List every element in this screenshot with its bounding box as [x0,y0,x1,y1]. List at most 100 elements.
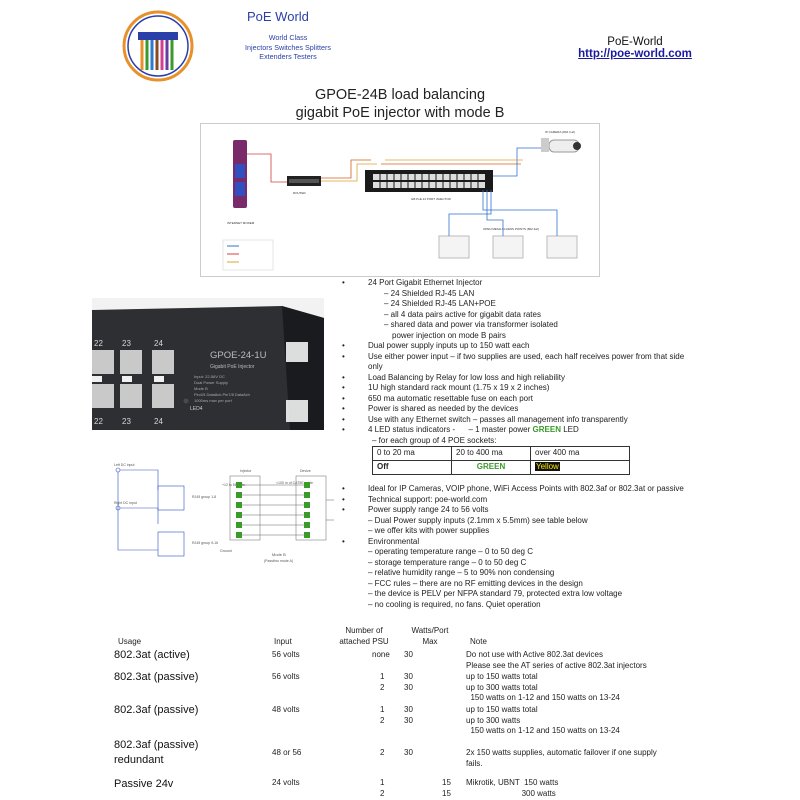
list-item: •Technical support: poe-world.com [342,494,488,504]
note-cell: Mikrotik, UBNT 150 watts 300 watts [466,778,559,798]
list-subitem: – Dual Power supply inputs (2.1mm x 5.5m… [368,515,588,525]
list-subitem: – shared data and power via transformer … [384,320,558,329]
svg-text:Ground: Ground [220,549,232,553]
note-cell: 2x 150 watts supplies, automatic failove… [466,748,657,768]
usage-cell: 802.3at (active) [114,649,190,661]
svg-text:INTERNET MODEM: INTERNET MODEM [227,221,255,225]
wiring-diagram: Left DC input Right DC input RJ45 group … [100,460,344,580]
list-subitem: – we offer kits with power supplies [368,526,490,535]
company-url-link[interactable]: http://poe-world.com [578,48,692,60]
poe-world-logo [122,8,194,84]
list-subitem: – 24 Shielded RJ-45 LAN+POE [384,299,496,308]
list-subitem: – no cooling is required, no fans. Quiet… [368,599,541,609]
svg-text:IP CAMERA (802.3 af): IP CAMERA (802.3 af) [545,130,575,134]
table-row: Off GREEN Yellow [372,460,630,475]
input-cell: 48 volts [272,705,300,714]
port-number-23-lower: 23 [122,417,131,426]
list-subitem: – 24 Shielded RJ-45 LAN [384,288,475,298]
list-item: •Power is shared as needed by the device… [342,404,519,413]
svg-text:Left DC input: Left DC input [114,463,134,467]
svg-text:Pin4/5 Data8ch.Pin7/8 Data8ch: Pin4/5 Data8ch.Pin7/8 Data8ch [194,392,250,397]
svg-text:ROUTER: ROUTER [293,191,307,195]
photo-subtitle: Gigabit PoE Injector [210,364,255,370]
watts-cell: 30 [404,748,413,757]
list-subitem: – storage temperature range – 0 to 50 de… [368,557,527,567]
list-item: •Use either power input – if two supplie… [342,351,685,372]
header-note: Note [470,637,487,646]
psu-cell: none [372,650,390,659]
usage-cell: 802.3af (passive) [114,704,199,716]
list-item: •Ideal for IP Cameras, VOIP phone, WiFi … [342,484,684,493]
list-item: •Use with any Ethernet switch – passes a… [342,414,628,424]
input-cell: 56 volts [272,672,300,681]
svg-text:Mode B: Mode B [272,552,286,557]
usage-cell: Passive 24v [114,778,174,790]
svg-text:Device: Device [300,469,311,473]
port-number-24-lower: 24 [154,417,163,426]
brand-tagline: World Class Injectors Switches Splitters… [245,33,331,61]
list-subitem: – FCC rules – there are no RF emitting d… [368,578,583,588]
photo-led-label: LED4 [190,406,203,412]
input-cell: 24 volts [272,778,300,787]
svg-text:<100 m of CAT5E cable: <100 m of CAT5E cable [276,481,313,485]
list-subitem: power injection on mode B pairs [392,330,506,340]
list-item: •Power supply range 24 to 56 volts [342,505,489,514]
svg-text:OPEN MESH ACCESS POINTS (802.3: OPEN MESH ACCESS POINTS (802.3af) [483,227,539,231]
port-number-23: 23 [122,339,131,348]
usage-cell: 802.3af (passive)redundant [114,739,199,766]
product-photo: 22 23 24 22 23 24 GPOE-24-1U Gigabit PoE… [92,298,324,430]
list-item: •1U high standard rack mount (1.75 x 19 … [342,383,550,392]
svg-text:+12 to 56 volts: +12 to 56 volts [222,483,245,487]
feature-list: •24 Port Gigabit Ethernet Injector – 24 … [342,278,687,475]
brand-name: PoE World [247,9,309,24]
list-item: •Dual power supply inputs up to 150 watt… [342,341,530,350]
svg-text:Right DC input: Right DC input [114,501,137,505]
feature-list-2: •Ideal for IP Cameras, VOIP phone, WiFi … [342,484,702,610]
usage-cell: 802.3at (passive) [114,671,199,683]
input-cell: 48 or 56 [272,748,302,757]
input-cell: 56 volts [272,650,300,659]
port-number-24: 24 [154,339,163,348]
svg-text:Mode B: Mode B [194,386,208,391]
svg-text:Injector: Injector [240,469,252,473]
photo-model: GPOE-24-1U [210,350,267,361]
led-indicator-item: •4 LED status indicators - – 1 master po… [342,425,579,434]
svg-text:1000ms max per port: 1000ms max per port [194,398,233,403]
company-block: PoE-World http://poe-world.com [560,36,710,60]
list-subitem: – relative humidity range – 5 to 90% non… [368,568,555,577]
svg-text:Dual Power Supply: Dual Power Supply [194,380,228,385]
list-subitem: – the device is PELV per NFPA standard 7… [368,589,623,598]
page-title: GPOE-24B load balancing gigabit PoE inje… [295,87,505,121]
list-item: •24 Port Gigabit Ethernet Injector [342,278,483,287]
svg-text:RJ45 group 1-8: RJ45 group 1-8 [192,495,216,499]
table-row: 0 to 20 ma 20 to 400 ma over 400 ma [372,446,630,461]
watts-cell: 30 [404,650,413,659]
list-subitem: – operating temperature range – 0 to 50 … [368,547,533,556]
company-name: PoE-World [607,36,663,48]
list-item: •Environmental [342,536,420,546]
led-status-table: 0 to 20 ma 20 to 400 ma over 400 ma Off … [372,446,630,475]
port-number-22-lower: 22 [94,417,103,426]
list-item: •650 ma automatic resettable fuse on eac… [342,393,533,403]
port-number-22: 22 [94,339,103,348]
list-item: •Load Balancing by Relay for low loss an… [342,372,565,382]
network-diagram: INTERNET MODEM ROUTER GB PoE 24 PORT INJ… [200,123,600,277]
header-input: Input [274,637,292,646]
led-group-line: – for each group of 4 POE sockets: [372,435,497,445]
svg-text:RJ45 group 9-16: RJ45 group 9-16 [192,541,218,545]
svg-text:(Passthru mode A): (Passthru mode A) [264,559,293,563]
list-subitem: – all 4 data pairs active for gigabit da… [384,309,541,319]
header-usage: Usage [118,637,142,646]
